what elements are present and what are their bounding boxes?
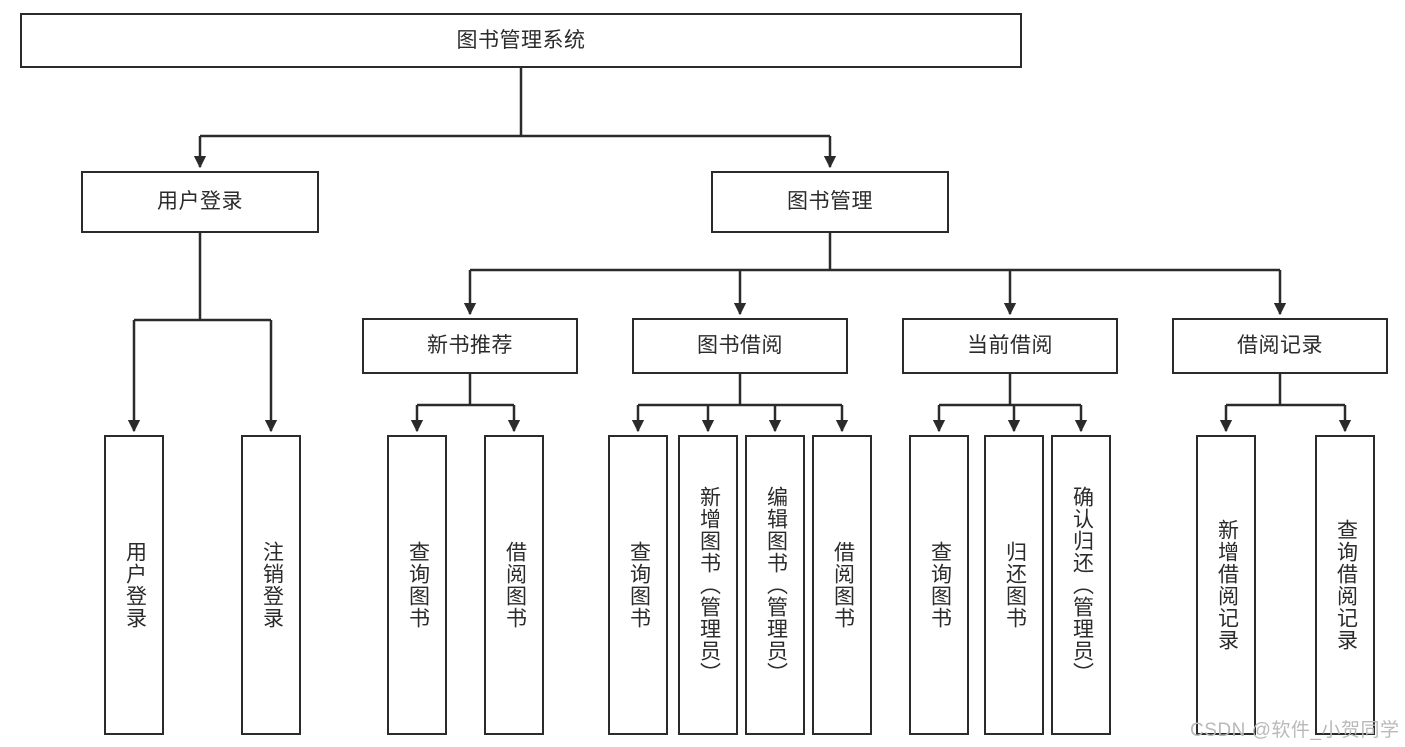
node-leaf-borrow-book-2-label: 借阅图书 bbox=[831, 541, 855, 629]
node-book_borrow-label: 图书借阅 bbox=[697, 334, 783, 358]
node-leaf-query-book-2-label: 查询图书 bbox=[627, 541, 651, 629]
node-leaf-borrow-book-2[interactable]: 借阅图书 bbox=[812, 435, 872, 735]
node-leaf-logout-login-label: 注销登录 bbox=[260, 541, 284, 629]
node-leaf-borrow-book-1-label: 借阅图书 bbox=[503, 541, 527, 629]
node-leaf-query-book-3-label: 查询图书 bbox=[928, 541, 952, 629]
node-leaf-edit-book-admin[interactable]: 编辑图书（管理员） bbox=[745, 435, 805, 735]
node-leaf-return-book[interactable]: 归还图书 bbox=[984, 435, 1044, 735]
node-leaf-query-book-2[interactable]: 查询图书 bbox=[608, 435, 668, 735]
node-leaf-logout-login[interactable]: 注销登录 bbox=[241, 435, 301, 735]
node-leaf-query-book-1-label: 查询图书 bbox=[406, 541, 430, 629]
node-leaf-query-book-1[interactable]: 查询图书 bbox=[387, 435, 447, 735]
node-book_borrow[interactable]: 图书借阅 bbox=[632, 318, 848, 374]
node-leaf-query-borrow-record-label: 查询借阅记录 bbox=[1334, 519, 1358, 651]
node-book_mgmt-label: 图书管理 bbox=[787, 190, 873, 214]
node-user_login[interactable]: 用户登录 bbox=[81, 171, 319, 233]
node-current_borrow-label: 当前借阅 bbox=[967, 334, 1053, 358]
node-borrow_record[interactable]: 借阅记录 bbox=[1172, 318, 1388, 374]
node-leaf-query-borrow-record[interactable]: 查询借阅记录 bbox=[1315, 435, 1375, 735]
node-leaf-return-book-label: 归还图书 bbox=[1003, 541, 1027, 629]
node-root-library-system-label: 图书管理系统 bbox=[456, 28, 586, 52]
node-leaf-confirm-return-admin-label: 确认归还（管理员） bbox=[1070, 486, 1094, 684]
node-current_borrow[interactable]: 当前借阅 bbox=[902, 318, 1118, 374]
node-leaf-add-book-admin[interactable]: 新增图书（管理员） bbox=[678, 435, 738, 735]
node-leaf-add-borrow-record[interactable]: 新增借阅记录 bbox=[1196, 435, 1256, 735]
node-new_book_rec[interactable]: 新书推荐 bbox=[362, 318, 578, 374]
node-leaf-query-book-3[interactable]: 查询图书 bbox=[909, 435, 969, 735]
node-leaf-add-borrow-record-label: 新增借阅记录 bbox=[1215, 519, 1239, 651]
node-leaf-confirm-return-admin[interactable]: 确认归还（管理员） bbox=[1051, 435, 1111, 735]
node-book_mgmt[interactable]: 图书管理 bbox=[711, 171, 949, 233]
node-user_login-label: 用户登录 bbox=[157, 190, 243, 214]
node-leaf-user-login[interactable]: 用户登录 bbox=[104, 435, 164, 735]
csdn-watermark: CSDN @软件_小贺同学 bbox=[1190, 720, 1400, 741]
node-new_book_rec-label: 新书推荐 bbox=[427, 334, 513, 358]
node-leaf-edit-book-admin-label: 编辑图书（管理员） bbox=[764, 486, 788, 684]
node-leaf-user-login-label: 用户登录 bbox=[123, 541, 147, 629]
node-borrow_record-label: 借阅记录 bbox=[1237, 334, 1323, 358]
node-root-library-system[interactable]: 图书管理系统 bbox=[20, 13, 1022, 68]
node-leaf-borrow-book-1[interactable]: 借阅图书 bbox=[484, 435, 544, 735]
node-leaf-add-book-admin-label: 新增图书（管理员） bbox=[697, 486, 721, 684]
